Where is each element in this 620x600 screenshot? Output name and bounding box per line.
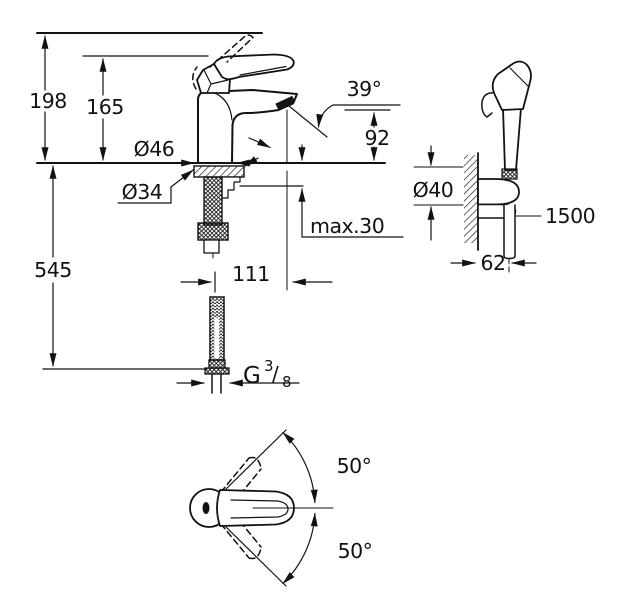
lever-contour-line xyxy=(239,65,287,76)
aerator xyxy=(275,95,296,110)
dimension-overall-height: 198 xyxy=(29,35,67,161)
angle-arc xyxy=(316,104,334,128)
hose-end-nut xyxy=(208,359,226,369)
side-view-hand-shower: Ø40 1500 62 xyxy=(413,60,596,275)
dimension-spout-reach: 111 xyxy=(180,262,333,293)
wall-section-hatch xyxy=(464,155,478,243)
swing-arc-upper xyxy=(282,431,318,504)
seal-washer xyxy=(193,165,245,178)
thread-label-numerator: 3 xyxy=(264,357,274,375)
lever-handle xyxy=(213,53,295,81)
sprayer-head xyxy=(491,60,532,111)
supply-hose xyxy=(204,296,230,394)
dim-label-62: 62 xyxy=(480,251,505,275)
swing-arc-lower xyxy=(282,512,318,585)
dim-label-50-lower: 50° xyxy=(338,539,373,563)
handle-cap-dot xyxy=(202,502,210,514)
dim-label-39deg: 39° xyxy=(347,77,382,101)
lever-top-view-contour xyxy=(230,499,289,519)
dimension-base-diameter: Ø46 xyxy=(134,137,260,167)
front-view: 198 165 545 39° xyxy=(29,32,404,394)
dimension-holder-diameter: Ø40 xyxy=(413,145,464,241)
dimension-hose-drop: 545 xyxy=(34,165,72,367)
swing-limit-line-lower xyxy=(225,526,287,587)
hose-connector-tube xyxy=(211,373,222,394)
sprayer-handle xyxy=(502,107,522,171)
thread-label-denominator: 8 xyxy=(282,373,292,391)
dim-label-198: 198 xyxy=(29,89,67,113)
dimension-thread-size: G 3 / 8 xyxy=(176,357,300,391)
hose-highlight xyxy=(214,318,219,358)
dim-label-50-upper: 50° xyxy=(337,454,372,478)
top-view-handle-swing: 50° 50° xyxy=(189,429,373,587)
dimension-max-deck-thickness: max.30 xyxy=(239,144,404,238)
dimension-wall-offset: 62 xyxy=(450,251,537,275)
thread-label-g: G xyxy=(243,363,261,389)
dim-label-92: 92 xyxy=(364,126,389,150)
swing-limit-line-upper xyxy=(225,429,287,490)
dim-label-165: 165 xyxy=(86,95,124,119)
sprayer-face-line xyxy=(509,67,529,87)
dimension-shank-diameter: Ø34 xyxy=(117,156,259,204)
lever-handle-raised-dashed xyxy=(209,34,254,68)
threaded-shank xyxy=(203,176,223,226)
dim-label-111: 111 xyxy=(232,262,270,286)
water-stream-line xyxy=(288,105,328,138)
lever-swung-down-dashed xyxy=(220,513,262,560)
hose-end-flange xyxy=(204,367,230,375)
dim-label-d34: Ø34 xyxy=(122,180,163,204)
dim-label-545: 545 xyxy=(34,258,72,282)
lever-heel-raised-dashed xyxy=(192,66,198,90)
flow-direction-arrow xyxy=(248,137,271,149)
dimension-spout-height: 92 xyxy=(364,112,390,161)
mounting-shank xyxy=(193,165,245,259)
dim-label-d46: Ø46 xyxy=(134,137,175,161)
shank-tailpiece xyxy=(203,239,220,254)
sprayer-trigger xyxy=(481,92,495,118)
thread-label-slash: / xyxy=(272,362,279,386)
mounting-nut xyxy=(197,222,229,241)
dim-label-d40: Ø40 xyxy=(413,178,454,202)
dimension-hose-length: 1500 xyxy=(515,204,596,228)
shower-holder xyxy=(477,178,520,206)
clamp-steps xyxy=(221,176,241,199)
shower-hose-tube xyxy=(503,204,516,260)
sprayer-knurl-ring xyxy=(501,168,518,180)
escutcheon-facet-lines xyxy=(203,69,229,94)
dimension-lever-height: 165 xyxy=(86,58,124,161)
lever-swung-up-dashed xyxy=(220,456,262,503)
dim-label-1500: 1500 xyxy=(545,204,595,228)
dim-label-max30: max.30 xyxy=(310,214,384,238)
